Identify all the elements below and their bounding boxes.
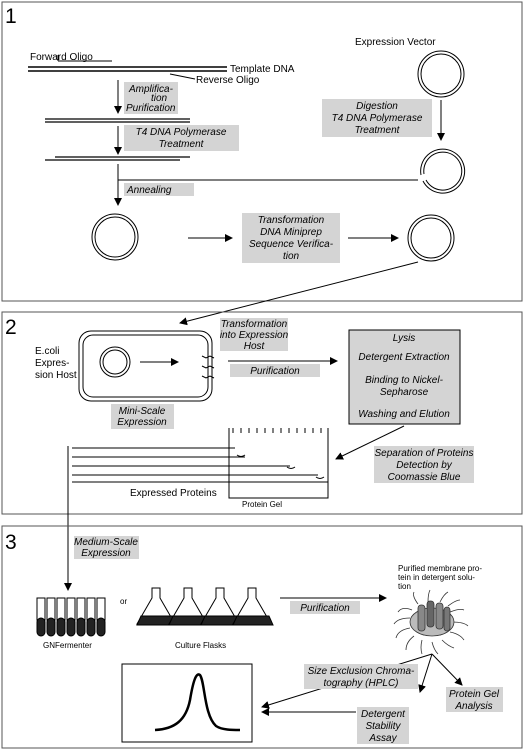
digestion-text-2: T4 DNA Polymerase — [332, 113, 423, 124]
gnfermenter-label: GNFermenter — [43, 641, 92, 650]
hplc-peak-curve — [154, 673, 241, 732]
panel-1 — [1, 1, 523, 302]
expressed-proteins-label: Expressed Proteins — [130, 488, 217, 499]
detergent-stability-text-3: Assay — [368, 733, 397, 744]
or-label: or — [120, 597, 127, 606]
medium-scale-text-1: Medium-Scale — [74, 537, 138, 548]
arrow-to-gel — [335, 425, 405, 460]
t4-left-text-2: Treatment — [159, 139, 205, 150]
expression-vector-label: Expression Vector — [355, 37, 436, 48]
digestion-box — [322, 99, 432, 137]
purification-text-2: Purification — [250, 366, 300, 377]
purification-box-3 — [290, 601, 360, 614]
t4-treated-dna — [45, 156, 190, 161]
protein-gel-analysis-box — [446, 687, 503, 712]
sec-text-1: Size Exclusion Chroma- — [308, 666, 415, 677]
forward-oligo-label: Forward Oligo — [30, 52, 93, 63]
culture-flasks-label: Culture Flasks — [175, 641, 226, 650]
amplification-box — [124, 82, 178, 114]
purification-text-3: Purification — [300, 603, 350, 614]
panel-3 — [1, 525, 523, 749]
transformation-text-1: Transformation — [258, 215, 325, 226]
panel-1-number: 1 — [5, 5, 17, 28]
separation-text-3: Coomassie Blue — [388, 472, 461, 483]
purification-box-2 — [230, 364, 320, 377]
purified-text-3: tion — [398, 582, 411, 591]
amplification-text-1: Amplifica- — [128, 84, 174, 95]
separation-text-1: Separation of Proteins — [375, 448, 474, 459]
lysis-steps-box — [348, 329, 461, 425]
purified-text-1: Purified membrane pro- — [398, 564, 482, 573]
t4-left-text-1: T4 DNA Polymerase — [136, 127, 227, 138]
culture-flasks — [136, 587, 274, 626]
host-label-2: Expres- — [35, 358, 69, 369]
membrane-protein-detergent — [393, 589, 469, 655]
gnfermenter-tubes — [36, 597, 106, 637]
t4-left-box — [124, 125, 239, 151]
amplification-text-2: tion — [151, 93, 168, 104]
sec-text-2: tography (HPLC) — [323, 678, 398, 689]
detergent-stability-box — [357, 707, 409, 744]
mini-scale-box — [111, 404, 174, 429]
annealed-plasmid — [91, 213, 139, 261]
transformation-host-text-3: Host — [244, 341, 266, 352]
protein-gel — [228, 428, 329, 499]
protein-gel-label: Protein Gel — [242, 500, 282, 509]
linearized-vector — [420, 148, 466, 194]
sec-box — [304, 664, 418, 689]
purified-text-2: tein in detergent solu- — [398, 573, 475, 582]
detergent-stability-text-1: Detergent — [361, 709, 406, 720]
protein-gel-analysis-text-2: Analysis — [454, 701, 492, 712]
transformation-host-box — [220, 318, 288, 351]
transformation-host-text-2: into Expression — [220, 330, 289, 341]
transformation-text-4: tion — [283, 251, 300, 262]
separation-box — [374, 446, 474, 483]
ecoli-plasmid — [99, 346, 131, 378]
verified-plasmid — [407, 214, 455, 262]
transformation-text-3: Sequence Verifica- — [249, 239, 334, 250]
annealing-box — [124, 183, 194, 196]
panel-2-number: 2 — [5, 316, 17, 339]
digestion-text-1: Digestion — [356, 101, 398, 112]
template-dna-label: Template DNA — [230, 64, 295, 75]
lysis-text: Lysis — [393, 333, 416, 344]
host-label-3: sion Host — [35, 370, 77, 381]
transformation-text-2: DNA Miniprep — [260, 227, 322, 238]
mini-scale-text-2: Expression — [117, 417, 167, 428]
template-dna-strands — [28, 55, 227, 80]
arrow-to-protein-gel-analysis — [431, 653, 463, 686]
detergent-stability-text-2: Stability — [365, 721, 401, 732]
mini-scale-text-1: Mini-Scale — [119, 406, 166, 417]
arrow-to-panel-2 — [179, 261, 419, 326]
transformation-box — [242, 213, 340, 263]
ecoli-cell — [78, 330, 213, 402]
amplified-dna — [45, 118, 190, 123]
arrow-to-detergent-assay — [418, 653, 433, 693]
washing-elution-text: Washing and Elution — [358, 409, 450, 420]
host-label-1: E.coli — [35, 346, 59, 357]
digestion-text-3: Treatment — [355, 125, 401, 136]
transformation-host-text-1: Transformation — [221, 319, 288, 330]
expression-vector-plasmid — [417, 50, 465, 98]
binding-text-1: Binding to Nickel- — [365, 375, 443, 386]
medium-scale-text-2: Expression — [81, 548, 131, 559]
amplification-text-3: Purification — [126, 103, 176, 114]
protein-gel-analysis-text-1: Protein Gel — [449, 689, 500, 700]
reverse-oligo-label: Reverse Oligo — [196, 75, 260, 86]
membrane-proteins — [201, 355, 215, 379]
separation-text-2: Detection by — [396, 460, 453, 471]
expressed-protein-lines — [72, 447, 328, 483]
detergent-extraction-text: Detergent Extraction — [358, 352, 450, 363]
panel-3-number: 3 — [5, 531, 17, 554]
annealing-text: Annealing — [126, 185, 172, 196]
panel-2 — [1, 311, 523, 515]
binding-text-2: Sepharose — [380, 387, 429, 398]
medium-scale-box — [74, 536, 139, 559]
